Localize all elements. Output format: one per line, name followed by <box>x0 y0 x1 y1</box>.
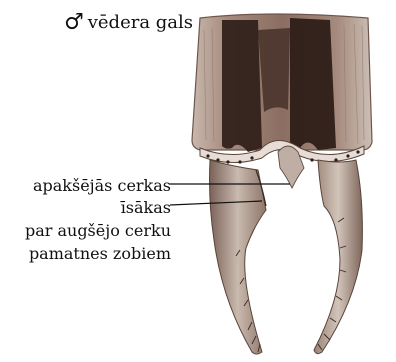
label-than-upper-cercus: par augšējo cerku <box>25 221 171 241</box>
left-cercus <box>210 160 267 354</box>
abdominal-segment <box>192 14 372 152</box>
male-symbol-icon: ♂ <box>64 10 84 35</box>
title-text: vēdera gals <box>88 12 193 33</box>
label-shorter: īsākas <box>121 198 171 218</box>
label-lower-cerci: apakšējās cerkas <box>33 176 171 196</box>
right-cercus <box>314 160 362 354</box>
label-base-teeth: pamatnes zobiem <box>29 244 171 264</box>
figure-title: ♂vēdera gals <box>64 12 193 34</box>
